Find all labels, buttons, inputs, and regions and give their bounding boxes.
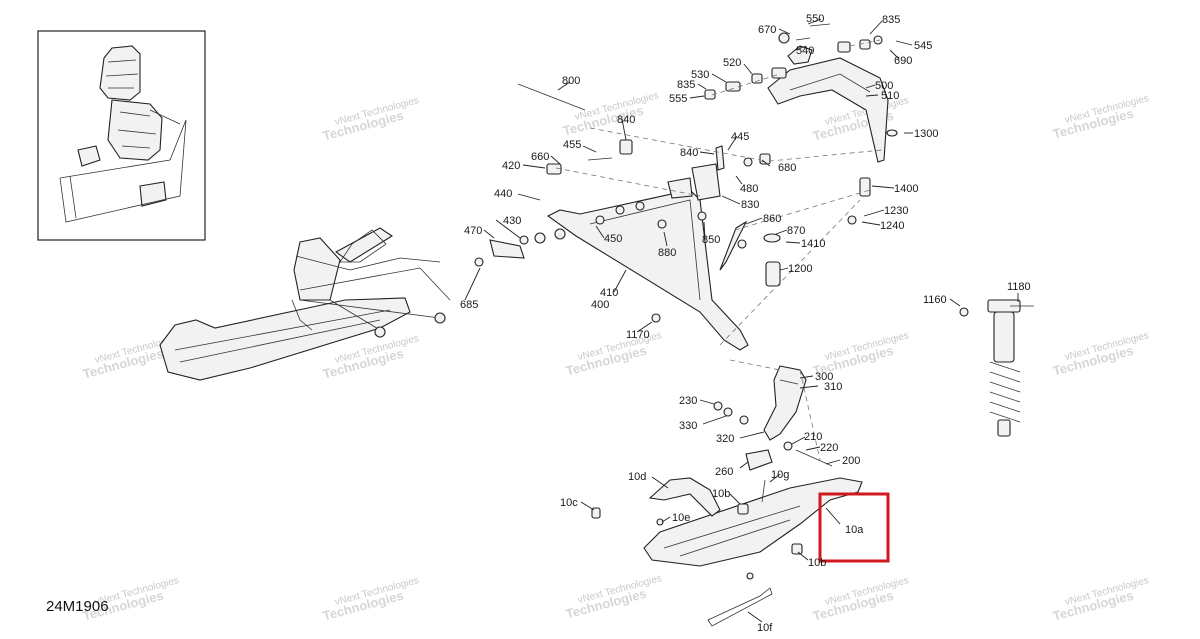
shock-absorber-drawing	[959, 299, 1034, 437]
part-label: 1410	[801, 238, 825, 250]
part-label: 410	[600, 287, 618, 299]
part-label: 10d	[628, 471, 646, 483]
spindle-drawing	[713, 359, 833, 471]
part-label: 670	[758, 24, 776, 36]
part-label: 10b	[808, 557, 826, 569]
part-labels: 550 670 540 835 545 690 520 530 835 555 …	[460, 13, 1031, 634]
part-label: 540	[796, 45, 814, 57]
part-label: 210	[804, 431, 822, 443]
part-label: 220	[820, 442, 838, 454]
part-label: 10c	[560, 497, 578, 509]
part-label: 10e	[672, 512, 690, 524]
part-label: 260	[715, 466, 733, 478]
part-label: 10a	[845, 524, 864, 536]
part-label: 320	[716, 433, 734, 445]
part-label: 1180	[1007, 281, 1031, 293]
part-label: 480	[740, 183, 758, 195]
part-label: 530	[691, 69, 709, 81]
part-label: 800	[562, 75, 580, 87]
part-label: 550	[806, 13, 824, 25]
part-label: 455	[563, 139, 581, 151]
part-label: 835	[882, 14, 900, 26]
highlight-box	[818, 492, 890, 563]
part-label: 230	[679, 395, 697, 407]
part-label: 500	[875, 80, 893, 92]
part-label: 1240	[880, 220, 904, 232]
part-label: 690	[894, 55, 912, 67]
part-label: 440	[494, 188, 512, 200]
part-label: 660	[531, 151, 549, 163]
part-label: 430	[503, 215, 521, 227]
part-label: 870	[787, 225, 805, 237]
part-label: 10f	[757, 622, 773, 634]
part-label: 300	[815, 371, 833, 383]
document-code: 24M1906	[46, 598, 109, 615]
part-label: 450	[604, 233, 622, 245]
part-label: 680	[778, 162, 796, 174]
part-label: 10g	[771, 469, 789, 481]
part-label: 850	[702, 234, 720, 246]
part-label: 840	[617, 114, 635, 126]
part-label: 400	[591, 299, 609, 311]
lower-a-arm-drawing	[474, 83, 883, 351]
part-label: 510	[881, 90, 899, 102]
part-label: 470	[464, 225, 482, 237]
part-label: 1300	[914, 128, 938, 140]
part-label: 1400	[894, 183, 918, 195]
part-label: 880	[658, 247, 676, 259]
part-label: 545	[914, 40, 932, 52]
part-label: 520	[723, 57, 741, 69]
part-label: 555	[669, 93, 687, 105]
part-label: 835	[677, 79, 695, 91]
left-assembly-drawing	[159, 227, 451, 381]
part-label: 445	[731, 131, 749, 143]
upper-a-arm-drawing	[704, 23, 898, 163]
part-label: 1230	[884, 205, 908, 217]
part-label: 420	[502, 160, 520, 172]
leader-lines	[464, 18, 1019, 623]
part-label: 860	[763, 213, 781, 225]
part-label: 830	[741, 199, 759, 211]
part-label: 310	[824, 381, 842, 393]
part-label: 840	[680, 147, 698, 159]
part-label: 200	[842, 455, 860, 467]
part-label: 1160	[923, 294, 947, 306]
part-label: 330	[679, 420, 697, 432]
part-label: 1200	[788, 263, 812, 275]
part-label: 1170	[626, 329, 650, 341]
inset-overview	[37, 30, 206, 241]
part-label: 685	[460, 299, 478, 311]
part-label: 10b	[712, 488, 730, 500]
